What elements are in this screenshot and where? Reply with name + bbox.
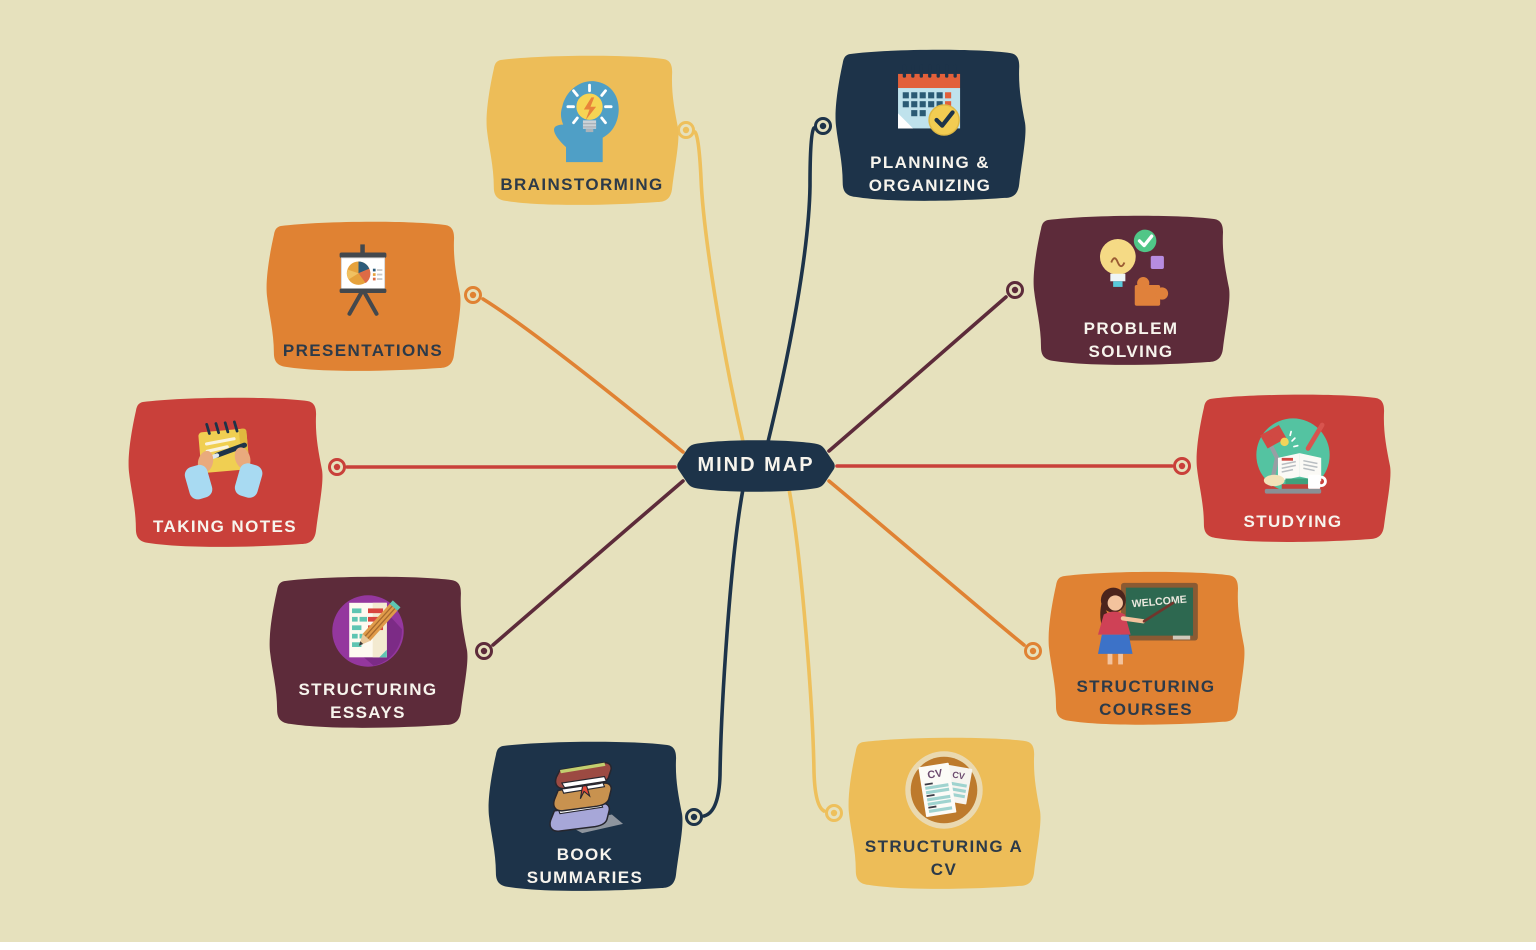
book-stack-icon [549,761,624,834]
connector-line [481,297,685,454]
cv-documents-icon: CV CV [905,751,983,829]
node-shape [677,440,835,492]
connector-ring [677,121,695,139]
connector-problem-solving [827,281,1024,453]
node-structuring-essays[interactable]: STRUCTURING ESSAYS [267,571,469,733]
connector-taking-notes [328,458,677,476]
node-label: PROBLEM SOLVING [1083,319,1179,362]
connector-line [765,126,816,448]
connector-ring [1024,642,1042,660]
node-label: STRUCTURING ESSAYS [298,680,438,723]
brainstorming-icon [554,80,619,162]
node-shape [266,221,461,371]
connector-ring [1173,457,1191,475]
node-label: PRESENTATIONS [282,340,444,360]
connector-book-summaries [685,487,745,826]
node-label: BOOK SUMMARIES [526,845,644,888]
node-structuring-a-cv[interactable]: CV CV [846,732,1042,894]
connector-structuring-courses [827,479,1042,660]
connector-studying [835,457,1191,475]
node-brainstorming[interactable]: BRAINSTORMING [484,50,680,210]
connector-line [827,295,1008,453]
connector-presentations [464,286,685,454]
node-mind-map-center[interactable]: MIND MAP [676,437,836,495]
node-presentations[interactable]: PRESENTATIONS [264,216,462,376]
connector-line [702,487,745,818]
node-label: STRUCTURING COURSES [1076,677,1216,720]
study-desk-icon [1256,418,1330,494]
connector-line [491,479,685,647]
easel-pie-chart-icon [339,244,387,316]
cv-back-label: CV [951,769,965,781]
connector-dot [1178,462,1186,470]
connector-dot [1011,286,1019,294]
connector-ring [475,642,493,660]
connector-structuring-a-cv [787,487,843,822]
connector-ring [814,117,832,135]
connector-dot [690,813,698,821]
bottom-strip [0,942,1536,950]
cv-front-label: CV [927,767,944,781]
connector-ring [1006,281,1024,299]
node-label: STRUCTURING A CV [864,837,1024,880]
node-label: TAKING NOTES [153,516,297,536]
essay-pencil-icon [332,595,404,667]
node-structuring-courses[interactable]: WELCOME STRUCTURING COURSES [1046,566,1246,730]
connector-brainstorming [677,121,746,448]
connector-dot [682,126,690,134]
node-label: PLANNING & ORGANIZING [868,153,992,196]
connector-ring [328,458,346,476]
connector-dot [480,647,488,655]
connector-dot [1029,647,1037,655]
node-label: STUDYING [1243,511,1343,531]
center-node-label: MIND MAP [697,454,815,477]
calendar-check-icon [898,64,961,136]
connector-ring [825,804,843,822]
chalkboard-welcome-text: WELCOME [1131,594,1187,611]
node-shape [1033,215,1230,365]
node-planning-organizing[interactable]: PLANNING & ORGANIZING [833,44,1027,206]
connector-line [787,487,826,813]
node-studying[interactable]: STUDYING [1194,389,1392,547]
connector-dot [469,291,477,299]
node-book-summaries[interactable]: BOOK SUMMARIES [486,736,684,896]
connector-line [693,130,746,448]
node-problem-solving[interactable]: PROBLEM SOLVING [1031,210,1231,370]
node-taking-notes[interactable]: TAKING NOTES [126,392,324,552]
connector-dot [819,122,827,130]
connector-structuring-essays [475,479,685,660]
bulb-puzzle-icon [1099,229,1169,306]
node-shape [128,397,323,547]
connector-dot [333,463,341,471]
connector-line [827,479,1026,647]
connector-planning-organizing [765,117,832,448]
teacher-chalkboard-icon: WELCOME [1098,582,1198,665]
connector-ring [464,286,482,304]
node-label: BRAINSTORMING [500,174,664,194]
connector-ring [685,808,703,826]
connector-dot [830,809,838,817]
notepad-hands-icon [184,420,263,500]
